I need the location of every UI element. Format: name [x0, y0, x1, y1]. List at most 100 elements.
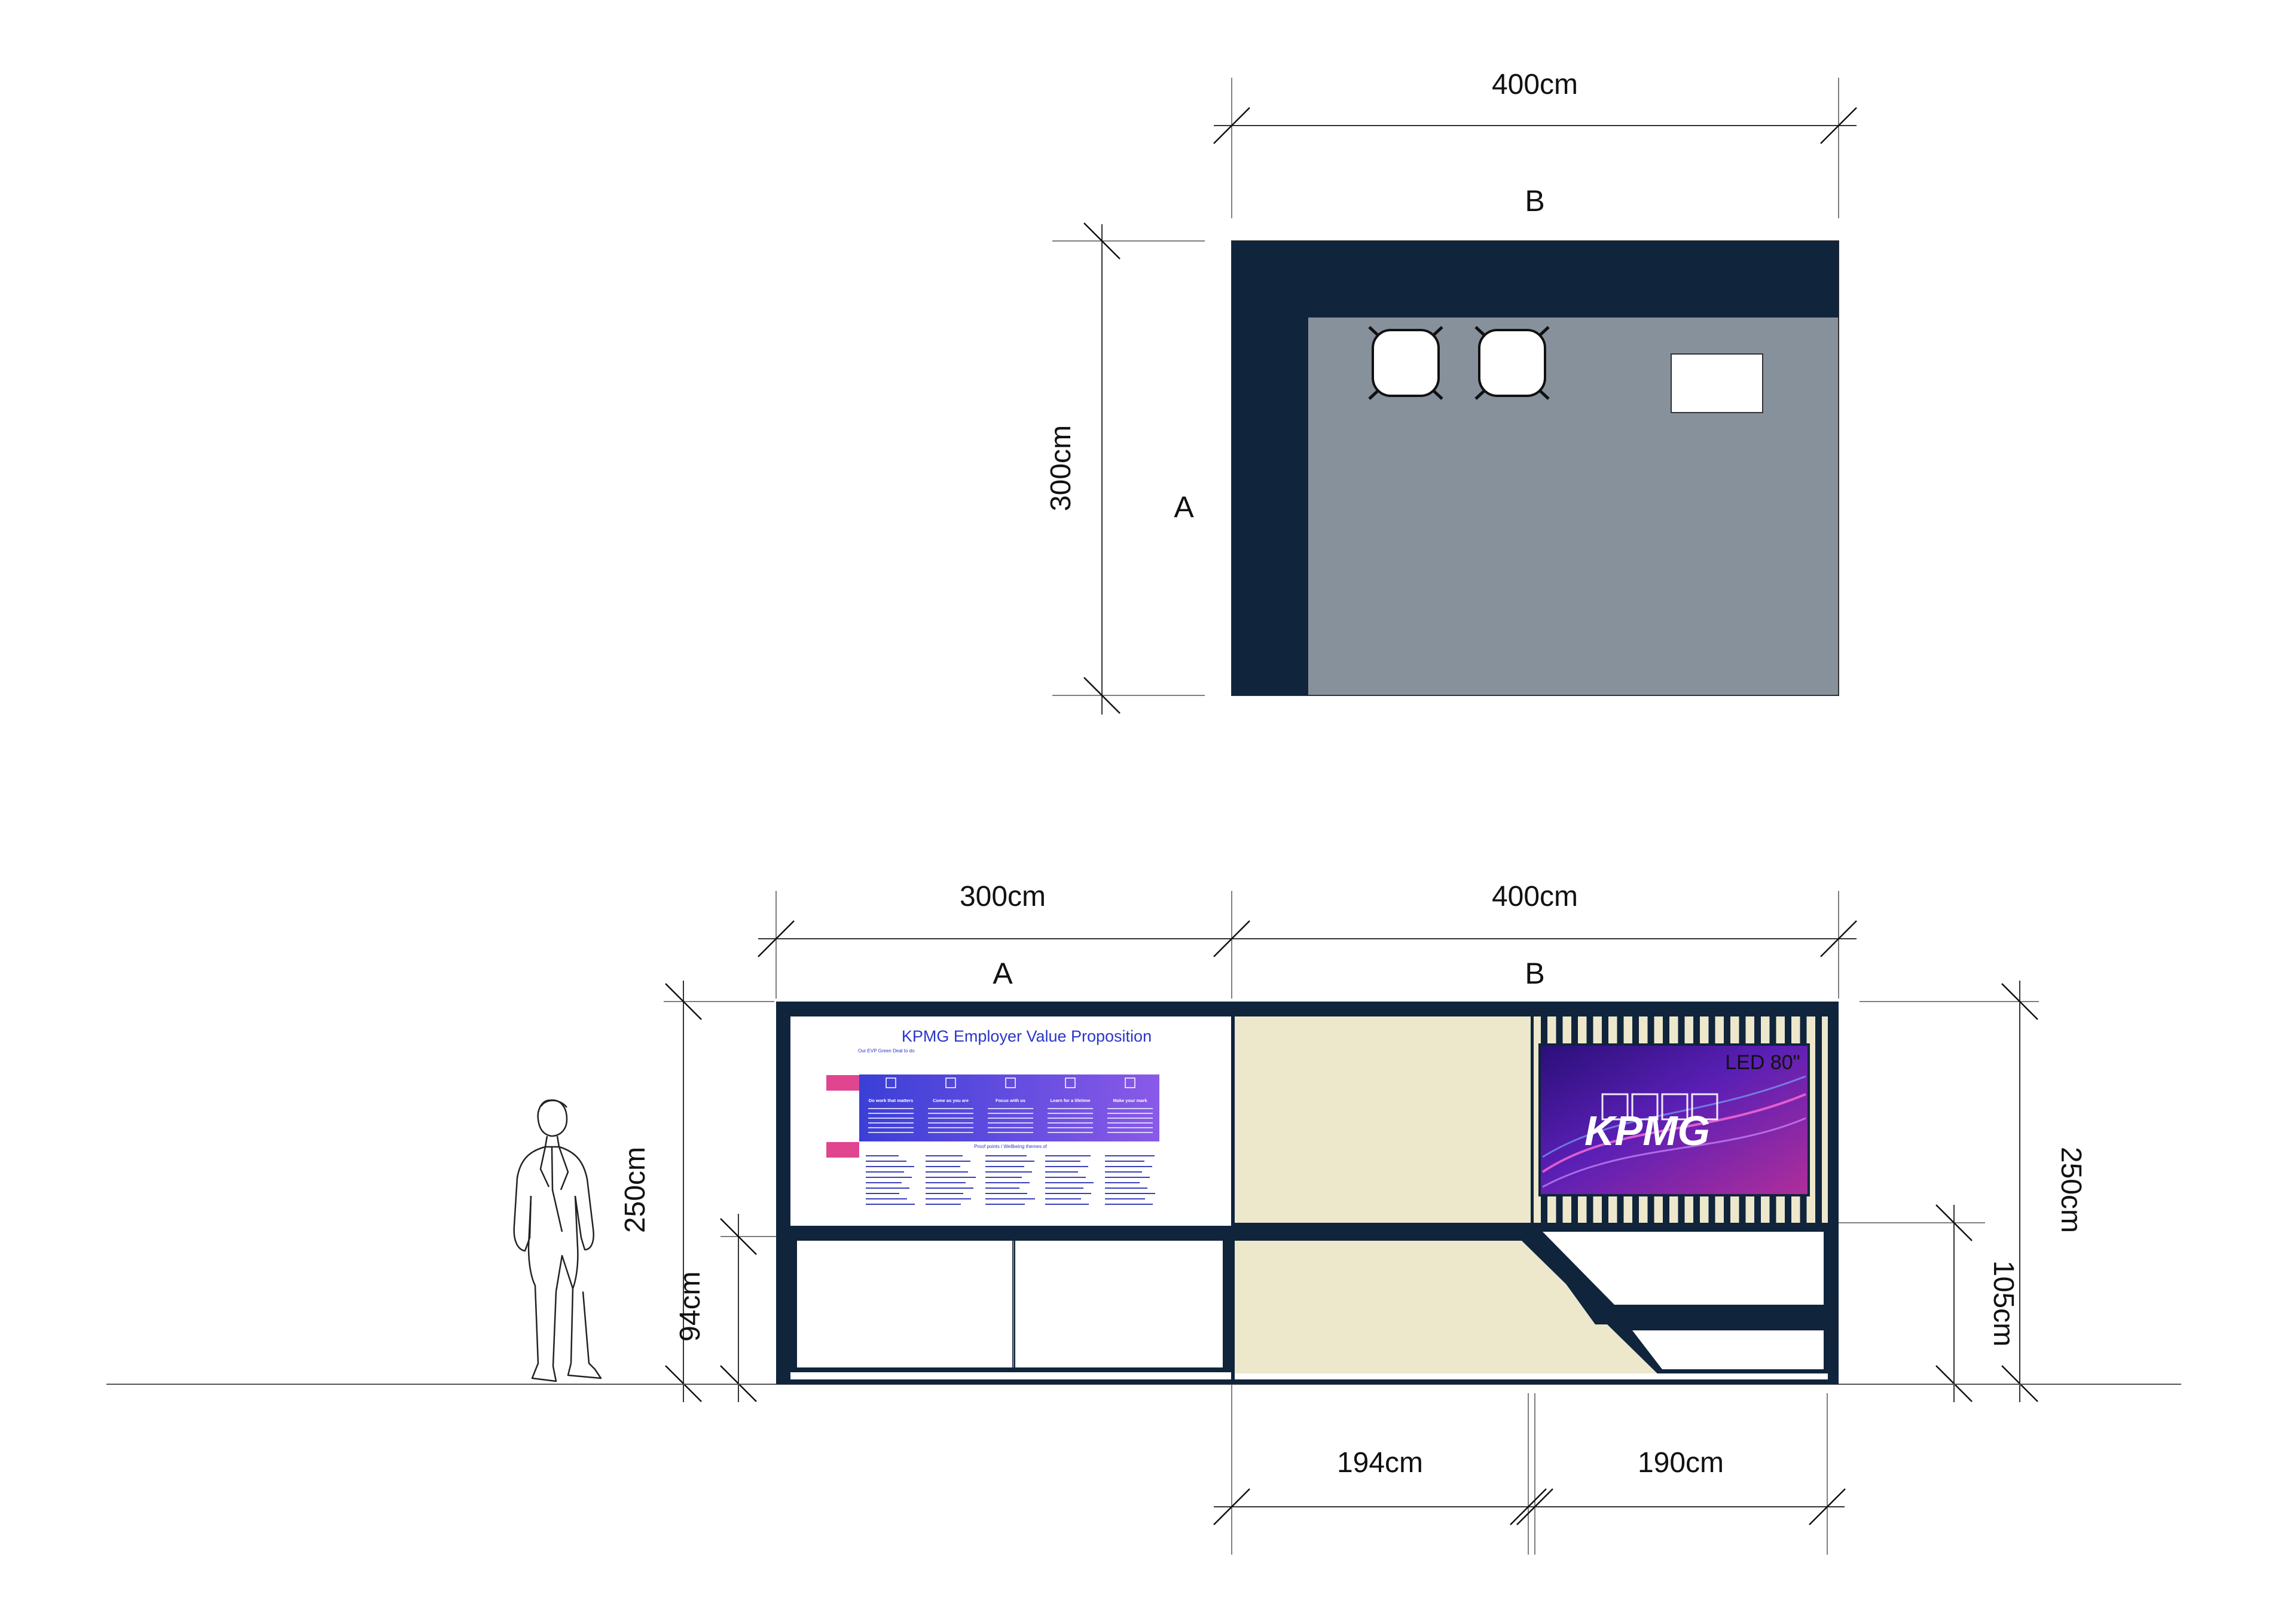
chair-icon [1368, 326, 1443, 400]
desk-top-band [1614, 1305, 1828, 1323]
evp-list-line [985, 1161, 1034, 1162]
evp-column-text-line [1048, 1108, 1093, 1109]
evp-column-heading: Focus with us [996, 1098, 1025, 1103]
evp-column-text-line [928, 1108, 973, 1109]
evp-column-text-line [1048, 1113, 1093, 1114]
evp-column-text-line [1107, 1113, 1153, 1114]
evp-list-line [985, 1155, 1027, 1156]
evp-list-line [1045, 1171, 1078, 1173]
cabinet-plinth [790, 1372, 1232, 1379]
evp-pink-tag-1 [826, 1075, 859, 1091]
cabinet-door-right [1015, 1241, 1223, 1367]
evp-list-line [1045, 1182, 1094, 1183]
plan-view: 400cm B 300cm A [1045, 69, 1857, 715]
beige-wall-panel [1234, 1016, 1531, 1226]
evp-list-line [866, 1198, 907, 1199]
evp-column-text-line [988, 1108, 1033, 1109]
evp-list-line [926, 1155, 963, 1156]
evp-column-text-line [868, 1113, 914, 1114]
slat [1815, 1016, 1822, 1223]
evp-column-text-line [928, 1127, 973, 1128]
cabinet-door-left [797, 1241, 1012, 1367]
evp-list-line [866, 1166, 914, 1167]
evp-pink-tag-2 [826, 1142, 859, 1158]
evp-list-line [1105, 1187, 1147, 1189]
evp-list-line [1045, 1177, 1086, 1178]
kpmg-logo-boxes [1601, 1093, 1718, 1121]
evp-column-text-line [1107, 1122, 1153, 1124]
evp-list-line [1105, 1171, 1142, 1173]
elev-wall-b-label: B [1525, 957, 1544, 990]
evp-list-line [985, 1187, 1019, 1189]
evp-column-text-line [928, 1132, 973, 1133]
evp-list-line [1105, 1155, 1155, 1156]
evp-proof-points-heading: Proof points / Wellbeing themes of [974, 1144, 1047, 1149]
elev-bottom-right-width-label: 190cm [1638, 1447, 1724, 1479]
plan-wall-a [1232, 241, 1308, 695]
evp-column-text-line [868, 1108, 914, 1109]
upper-ledge [1232, 1223, 1537, 1240]
desk-slant [1522, 1223, 1614, 1324]
evp-list-line [866, 1204, 915, 1205]
beige-counter [1234, 1241, 1662, 1378]
evp-column-text-line [928, 1118, 973, 1119]
desk-lower-panel [1632, 1330, 1824, 1369]
plan-wall-b [1232, 241, 1839, 318]
evp-column-text-line [988, 1122, 1033, 1124]
evp-list-line [866, 1177, 912, 1178]
evp-list-line [926, 1187, 973, 1189]
led-size-label: LED 80" [1725, 1051, 1800, 1074]
evp-list-line [1045, 1161, 1080, 1162]
elev-height-left-label: 250cm [619, 1147, 651, 1233]
counter-top [776, 1226, 1232, 1239]
evp-list-line [1045, 1155, 1091, 1156]
evp-list-line [985, 1166, 1024, 1167]
plan-table [1671, 353, 1763, 413]
evp-list-line [985, 1198, 1035, 1199]
evp-list-line [1045, 1198, 1081, 1199]
evp-list-line [926, 1204, 961, 1205]
evp-column-icon [1125, 1077, 1135, 1088]
led-screen: KPMG LED 80" [1538, 1043, 1810, 1196]
evp-graphic: KPMG Employer Value Proposition Our EVP … [826, 1027, 1159, 1205]
evp-column-icon [1065, 1077, 1076, 1088]
elev-counter-height-label: 94cm [674, 1271, 706, 1341]
person-figure [513, 1099, 602, 1382]
evp-list-line [1105, 1193, 1155, 1194]
evp-column-icon [886, 1077, 896, 1088]
evp-list-line [926, 1198, 971, 1199]
evp-column-text-line [868, 1127, 914, 1128]
evp-column-text-line [928, 1113, 973, 1114]
elevation-view: 300cm 400cm A B 250cm 94cm 250cm 105cm [106, 881, 2181, 1555]
evp-column-text-line [1107, 1118, 1153, 1119]
evp-list-line [1045, 1166, 1088, 1167]
evp-column-text-line [1107, 1127, 1153, 1128]
evp-column-text-line [1048, 1132, 1093, 1133]
evp-list-line [926, 1177, 976, 1178]
evp-list-line [985, 1177, 1022, 1178]
evp-list-line [1105, 1177, 1150, 1178]
evp-list-line [926, 1182, 966, 1183]
plan-wall-a-label: A [1174, 490, 1194, 524]
evp-list-line [985, 1204, 1025, 1205]
evp-subtitle: Our EVP Green Deal to do [858, 1048, 915, 1054]
elev-wall-a-width-label: 300cm [960, 881, 1046, 912]
evp-list-line [866, 1155, 899, 1156]
evp-column-text-line [868, 1122, 914, 1124]
evp-list-line [926, 1166, 960, 1167]
evp-list-line [926, 1161, 970, 1162]
evp-list-line [926, 1193, 963, 1194]
evp-list-line [1045, 1193, 1091, 1194]
evp-list-line [1105, 1166, 1152, 1167]
evp-column-text-line [988, 1118, 1033, 1119]
evp-list-line [1045, 1187, 1083, 1189]
evp-list-line [1105, 1161, 1144, 1162]
evp-column-text-line [868, 1118, 914, 1119]
evp-column-text-line [1107, 1132, 1153, 1133]
evp-column-text-line [868, 1132, 914, 1133]
evp-column-text-line [1107, 1108, 1153, 1109]
elev-bottom-left-width-label: 194cm [1337, 1447, 1423, 1479]
evp-list-line [1105, 1182, 1140, 1183]
evp-column-icon [945, 1077, 956, 1088]
